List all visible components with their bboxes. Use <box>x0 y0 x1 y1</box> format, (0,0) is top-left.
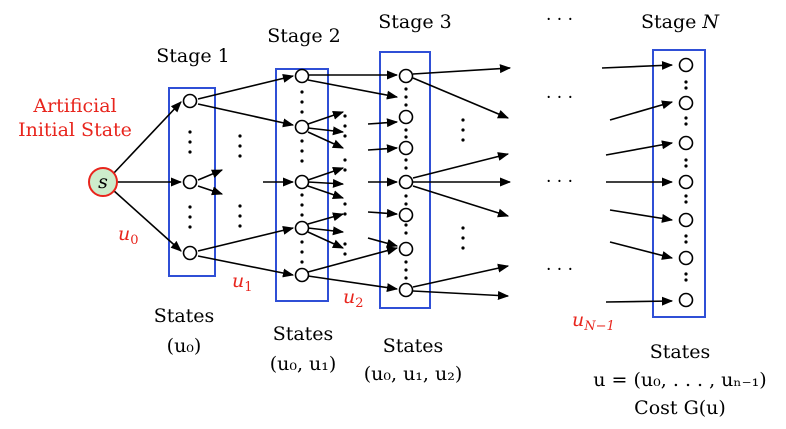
node <box>398 140 414 156</box>
vertical-ellipses <box>188 80 688 282</box>
u0-base: u <box>118 223 130 245</box>
stage-n-edges <box>601 60 674 306</box>
node <box>398 241 414 257</box>
stage-1-label: Stage 1 <box>156 45 230 67</box>
initial-state-symbol: s <box>98 171 108 193</box>
u1-sub: 1 <box>244 280 252 295</box>
node <box>294 119 310 135</box>
u1-base: u <box>232 270 244 292</box>
control-u2: u2 <box>343 286 364 311</box>
initial-edges <box>112 101 183 252</box>
initial-label-line2: Initial State <box>18 119 132 141</box>
node <box>398 174 414 190</box>
caption-2-line1: States <box>273 323 334 345</box>
stage-3-label: Stage 3 <box>378 11 452 33</box>
node <box>678 57 694 73</box>
un-base: u <box>572 309 584 331</box>
caption-1-line1: States <box>154 305 215 327</box>
h-dots-bottom: · · · <box>546 260 573 280</box>
node <box>294 220 310 236</box>
stage3-edges <box>367 64 512 300</box>
node <box>678 212 694 228</box>
state-nodes <box>182 57 694 308</box>
caption-n-line3: Cost G(u) <box>634 397 726 419</box>
u0-sub: 0 <box>130 233 138 248</box>
h-dots-top: · · · <box>546 88 573 108</box>
stage2-edges <box>263 70 399 292</box>
h-dots-header: · · · <box>546 10 573 30</box>
control-u0: u0 <box>118 223 139 248</box>
stage-2-label: Stage 2 <box>267 25 341 47</box>
initial-state-node <box>88 167 118 197</box>
caption-3-line2: (u₀, u₁, u₂) <box>364 363 463 385</box>
node <box>294 267 310 283</box>
node <box>294 174 310 190</box>
h-dots-mid: · · · <box>546 172 573 192</box>
u2-sub: 2 <box>355 296 363 311</box>
caption-3-line1: States <box>383 335 444 357</box>
node <box>398 68 414 84</box>
caption-n-line2: u = (u₀, . . . , uₙ₋₁) <box>593 369 766 391</box>
un-sub: N−1 <box>583 319 615 334</box>
node <box>398 282 414 298</box>
control-un: uN−1 <box>572 309 615 334</box>
stage1-edges <box>197 74 295 278</box>
stage-n-prefix: Stage <box>641 11 696 33</box>
node <box>678 135 694 151</box>
caption-1-line2: (u₀) <box>167 335 202 357</box>
node <box>678 250 694 266</box>
node <box>398 109 414 125</box>
node <box>294 68 310 84</box>
stage-3-box <box>379 51 431 309</box>
caption-2-line2: (u₀, u₁) <box>270 353 337 375</box>
control-u1: u1 <box>232 270 253 295</box>
u2-base: u <box>343 286 355 308</box>
stage-n-box <box>652 49 706 318</box>
node <box>678 174 694 190</box>
stage-n-label: Stage N <box>641 11 720 33</box>
node <box>678 95 694 111</box>
caption-n-line1: States <box>650 341 711 363</box>
initial-label-line1: Artificial <box>32 95 116 117</box>
node <box>182 93 198 109</box>
node <box>398 207 414 223</box>
node <box>182 245 198 261</box>
stage-n-var: N <box>701 11 720 33</box>
node <box>182 174 198 190</box>
node <box>678 292 694 308</box>
